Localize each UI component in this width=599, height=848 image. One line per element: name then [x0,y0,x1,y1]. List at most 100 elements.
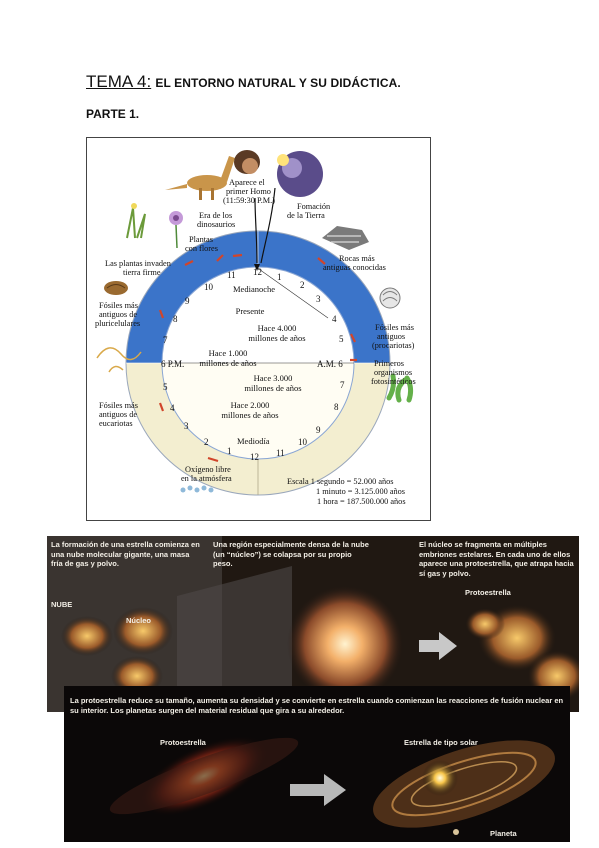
svg-text:1 minuto = 3.125.000 años: 1 minuto = 3.125.000 años [316,487,405,496]
svg-text:millones de años: millones de años [244,383,301,393]
svg-text:Hace 2.000: Hace 2.000 [231,400,270,410]
planeta-label: Planeta [490,829,517,838]
hour-7-left: 7 [163,335,168,345]
hour-5-left: 5 [163,382,168,392]
event-dinos-1: Era de los [199,211,232,220]
event-pluri-1: Fósiles más [99,301,138,310]
caption-4: La protoestrella reduce su tamaño, aumen… [70,696,564,715]
hour-12-top: 12 [253,267,262,277]
event-homo-3: (11:59:30 P.M.) [223,196,275,205]
arrow-right-icon [419,632,457,660]
hour-10-bottom: 10 [298,437,308,447]
event-fotosinteticos-2: organismos [374,368,412,377]
medianoche-label: Medianoche [233,284,275,294]
event-eucariotas-1: Fósiles más [99,401,138,410]
hour-3-left: 3 [184,421,189,431]
early-human-icon [234,150,260,174]
inner-labels: Presente Hace 4.000 millones de años Hac… [199,306,305,420]
hour-8-left: 8 [173,314,178,324]
event-homo-1: Aparece el [229,178,265,187]
hour-1-bottom: 1 [227,446,232,456]
event-eucariotas-2: antiguos de [99,410,137,419]
svg-text:Escala 1 segundo = 52.000 años: Escala 1 segundo = 52.000 años [287,477,394,486]
event-labels: Aparece el primer Homo (11:59:30 P.M.) F… [95,178,416,483]
hour-5-top: 5 [339,334,344,344]
hour-1-top: 1 [277,272,282,282]
event-oxigeno-1: Oxígeno libre [185,465,231,474]
flower-icon [126,203,183,249]
page-title: TEMA 4: EL ENTORNO NATURAL Y SU DIDÁCTIC… [86,72,401,92]
tema-label: TEMA 4: [86,72,152,91]
stromatolite-icon [379,287,401,309]
hour-9-left: 9 [185,296,190,306]
nucleo-label: Núcleo [126,616,152,625]
hour-10-left: 10 [204,282,214,292]
event-fotosinteticos-1: Primeros [374,359,404,368]
event-flores-2: con flores [185,244,218,253]
svg-text:Hace 3.000: Hace 3.000 [254,373,293,383]
hour-3-top: 3 [316,294,321,304]
planet-icon [453,829,459,835]
sun-icon [422,760,458,796]
svg-text:millones de años: millones de años [221,410,278,420]
star-formation-panel-2: La protoestrella reduce su tamaño, aumen… [64,686,570,842]
mediodia-label: Mediodía [237,436,270,446]
svg-text:Hace 1.000: Hace 1.000 [209,348,248,358]
earth-formation-icon [277,151,323,197]
hour-2-bottom: 2 [204,437,209,447]
collapsing-core-icon [287,586,403,702]
event-rocas-2: antiguas conocidas [323,263,386,272]
hour-4-left: 4 [170,403,175,413]
geologic-clock-figure: 11 12 1 2 3 4 5 A.M. 6 7 8 9 10 11 12 1 … [86,137,431,521]
nube-label: NUBE [51,600,73,609]
event-eucariotas-3: eucariotas [99,419,133,428]
hour-7-right: 7 [340,380,345,390]
estrella-label: Estrella de tipo solar [404,738,478,747]
tema-title: EL ENTORNO NATURAL Y SU DIDÁCTICA. [155,76,401,90]
event-flores-1: Plantas [189,235,213,244]
star-formation-panel-1: La formación de una estrella comienza en… [47,536,579,712]
caption-1: La formación de una estrella comienza en… [51,540,200,568]
hour-6-pm: 6 P.M. [161,359,184,369]
hour-9-right: 9 [316,425,321,435]
rock-icon [322,226,369,250]
part-heading: PARTE 1. [86,107,140,121]
eukaryote-icon [96,347,142,373]
hour-6-am: A.M. 6 [317,359,343,369]
svg-text:1 hora = 187.500.000 años: 1 hora = 187.500.000 años [317,497,406,506]
event-plantas-1: Las plantas invaden [105,259,172,268]
arrow-right-icon-2 [290,774,346,806]
protoestrella-label-top: Protoestrella [465,588,511,597]
protoestrella-label-bottom: Protoestrella [160,738,206,747]
event-tierra-2: de la Tierra [287,211,325,220]
event-oxigeno-2: en la atmósfera [181,474,232,483]
hour-11-bottom: 11 [276,448,285,458]
hour-8-right: 8 [334,402,339,412]
svg-text:millones de años: millones de años [199,358,256,368]
hour-4-top: 4 [332,314,337,324]
svg-text:millones de años: millones de años [248,333,305,343]
algae-icon [386,373,414,403]
event-tierra-1: Fomación [297,202,331,211]
event-fotosinteticos-3: fotosintéticos [371,377,416,386]
svg-text:Hace 4.000: Hace 4.000 [258,323,297,333]
event-pluri-3: pluricelulares [95,319,140,328]
presente-label: Presente [236,306,265,316]
event-procariotas-1: Fósiles más [375,323,414,332]
geologic-clock-svg: 11 12 1 2 3 4 5 A.M. 6 7 8 9 10 11 12 1 … [95,150,416,506]
event-homo-2: primer Homo [226,187,271,196]
day-ring [126,363,390,495]
fossil-shell-icon [104,281,128,295]
clock-hours: 11 12 1 2 3 4 5 A.M. 6 7 8 9 10 11 12 1 … [161,267,345,462]
dinosaur-icon [165,156,235,200]
caption-3: El núcleo se fragmenta en múltiples embr… [419,540,574,578]
oxygen-bubbles-icon [180,485,214,493]
event-plantas-2: tierra firme [123,268,161,277]
event-dinos-2: dinosaurios [197,220,235,229]
event-procariotas-2: antiguos [377,332,405,341]
hour-11-top: 11 [227,270,236,280]
hour-12-bottom: 12 [250,452,259,462]
event-rocas-1: Rocas más [339,254,375,263]
time-scale-legend: Escala 1 segundo = 52.000 años 1 minuto … [287,477,406,506]
hour-2-top: 2 [300,280,305,290]
